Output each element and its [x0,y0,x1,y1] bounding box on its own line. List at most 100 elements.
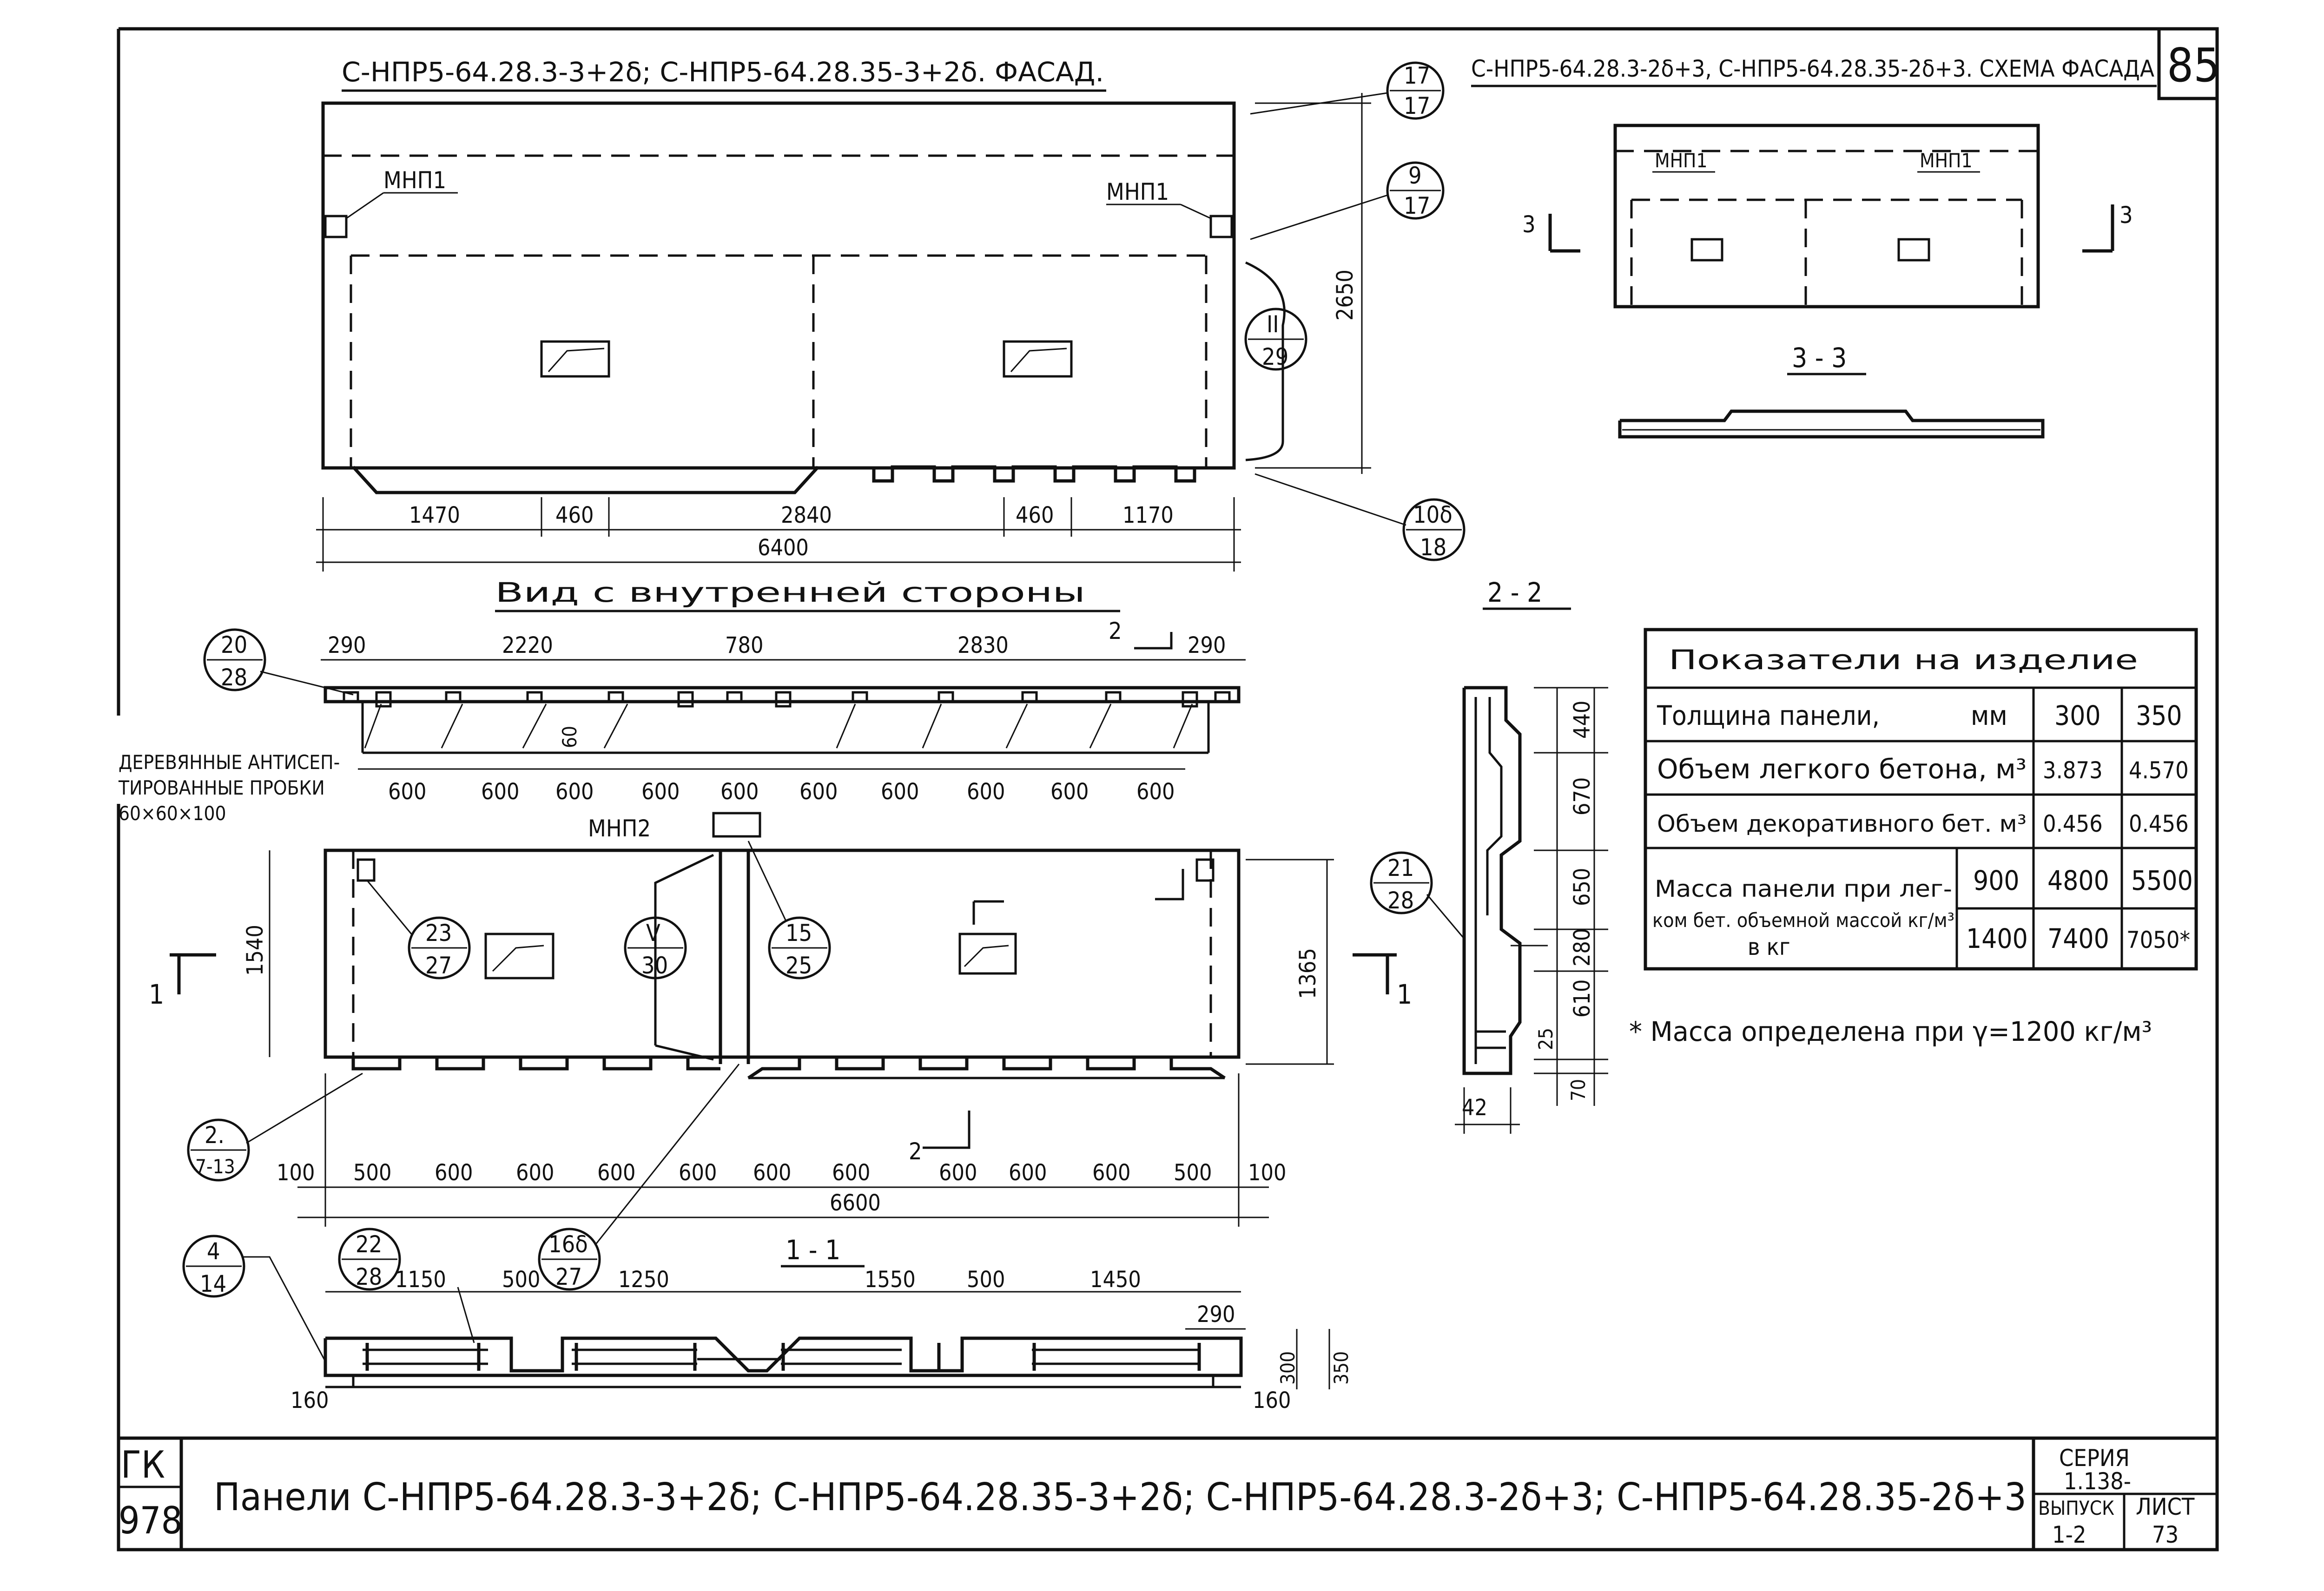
section-11-callout-22-28: 22 28 [338,1228,475,1343]
facade-label-mnp1-left: МНП1 [383,167,446,194]
inner-spacing-1: 600 [388,779,426,805]
section-11-dim-4: 1550 [865,1267,916,1293]
section-1-1: 1 - 1 1150 500 1250 1550 500 1450 290 3 [182,1064,1353,1413]
facade-label-mnp1-right: МНП1 [1106,178,1169,205]
section-22-dim-1: 440 [1569,701,1595,739]
inner-spacing-3: 600 [555,779,594,805]
inner-spacing-vertical: 60 [558,726,581,748]
table-row-2-label: Объем легкого бетона, м³ [1657,753,2027,785]
table-row-3-label: Объем декоративного бет. м³ [1657,810,2027,837]
title-block-code-bottom: 978 [119,1499,182,1542]
section-11-left-offset: 160 [290,1387,329,1413]
section-22-dim-2: 670 [1569,777,1595,815]
svg-text:10δ: 10δ [1413,501,1452,528]
scheme-cut-left: 3 [1522,211,1536,238]
svg-text:15: 15 [786,920,812,947]
inner-bottom-dim-8: 600 [832,1160,870,1186]
scheme-label-mnp1-left: МНП1 [1655,149,1708,172]
inner-cut-left: 1 [149,979,164,1010]
section-22-width: 42 [1462,1095,1487,1121]
table-row-2-b: 4.570 [2129,757,2189,784]
table-row-1-b: 350 [2136,700,2182,731]
svg-text:28: 28 [356,1263,382,1290]
inner-spacing-8: 600 [967,779,1005,805]
facade-dim-3: 2840 [781,502,832,528]
section-11-title: 1 - 1 [786,1234,840,1266]
table-row-1-a: 300 [2054,700,2101,731]
inner-label-mnp2: МНП2 [588,815,651,842]
section-11-height-1: 300 [1276,1351,1299,1385]
section-33-title: 3 - 3 [1792,342,1847,374]
facade-dim-4: 460 [1016,502,1054,528]
inner-spacing-5: 600 [720,779,759,805]
svg-text:23: 23 [425,920,452,947]
table-row-3-b: 0.456 [2129,810,2189,837]
inner-bottom-dim-12: 500 [1174,1160,1212,1186]
svg-text:16δ: 16δ [548,1231,588,1258]
inner-cut-right: 1 [1397,979,1412,1010]
inner-top-dim-2: 2220 [502,632,553,658]
svg-text:27: 27 [425,952,452,979]
svg-text:21: 21 [1387,855,1414,881]
inner-bottom-dim-13: 100 [1248,1160,1286,1186]
plug-note-line-3: 60×60×100 [119,802,226,825]
svg-text:28: 28 [1387,887,1414,914]
section-22-dim-4: 280 [1569,928,1595,966]
inner-bottom-dim-6: 600 [679,1160,717,1186]
inner-spacing-6: 600 [799,779,838,805]
sheet-number: 85 [2167,38,2220,92]
svg-text:9: 9 [1408,162,1422,189]
section-11-callout-16-27: 16δ 27 [538,1064,740,1291]
inner-bottom-total: 6600 [830,1190,881,1216]
table-mass-label-2: ком бет. объемной массой кг/м³ [1652,909,1954,932]
table-row-1-unit: мм [1971,700,2007,731]
inner-bottom-dim-10: 600 [1009,1160,1047,1186]
title-block-issue: 1-2 [2052,1521,2086,1548]
section-2-2: 2 - 2 440 670 650 280 610 25 70 42 [1370,577,1608,1134]
svg-text:17: 17 [1404,92,1430,119]
inner-spacing-7: 600 [881,779,919,805]
section-22-title: 2 - 2 [1487,577,1542,608]
section-11-right-dim: 290 [1197,1302,1235,1328]
table-title: Показатели на изделие [1669,644,2138,676]
svg-text:V: V [646,920,660,947]
title-block-code-top: ГК [121,1443,165,1486]
table-mass-label-1: Масса панели при лег- [1655,875,1952,902]
plug-note-line-2: ТИРОВАННЫЕ ПРОБКИ [118,776,325,799]
svg-text:17: 17 [1404,192,1430,219]
table-row-2-a: 3.873 [2043,757,2103,784]
title-block-series-label: СЕРИЯ [2059,1445,2130,1472]
facade-callout-1: 17 17 [1250,61,1445,120]
section-11-dim-6: 1450 [1090,1267,1141,1293]
inner-spacing-9: 600 [1050,779,1089,805]
inner-bottom-dim-4: 600 [516,1160,554,1186]
table-footnote: * Масса определена при γ=1200 кг/м³ [1629,1016,2152,1047]
svg-text:22: 22 [356,1231,382,1258]
svg-text:20: 20 [221,631,247,658]
title-block-issue-label: ВЫПУСК [2038,1497,2114,1519]
scheme-cut-right: 3 [2119,202,2133,229]
inner-spacing-2: 600 [481,779,519,805]
facade-height-dim: 2650 [1332,270,1358,321]
table-mass-label-3: в кг [1748,934,1790,960]
section-11-right-offset: 160 [1253,1387,1291,1413]
inner-spacing-4: 600 [641,779,680,805]
properties-table: Показатели на изделие Толщина панели, мм… [1629,628,2198,1047]
facade-panel-outline [321,101,1236,470]
title-block-sheet: 73 [2152,1521,2179,1548]
facade-dim-5: 1170 [1122,502,1174,528]
table-mass-2-b: 7050* [2126,927,2190,953]
inner-bottom-dim-7: 600 [753,1160,791,1186]
inner-callout-23-27: 23 27 [366,880,471,980]
section-11-height-2: 350 [1330,1351,1353,1385]
inner-bottom-dim-9: 600 [939,1160,977,1186]
inner-top-dim-3: 780 [725,632,763,658]
section-22-dim-6: 25 [1534,1028,1557,1050]
inner-bottom-dim-5: 600 [597,1160,635,1186]
inner-top-dim-5: 290 [1188,632,1226,658]
table-row-3-a: 0.456 [2043,810,2103,837]
inner-top-dim-4: 2830 [957,632,1009,658]
title-block-sheet-label: ЛИСТ [2136,1493,2195,1520]
inner-spacing-10: 600 [1136,779,1175,805]
